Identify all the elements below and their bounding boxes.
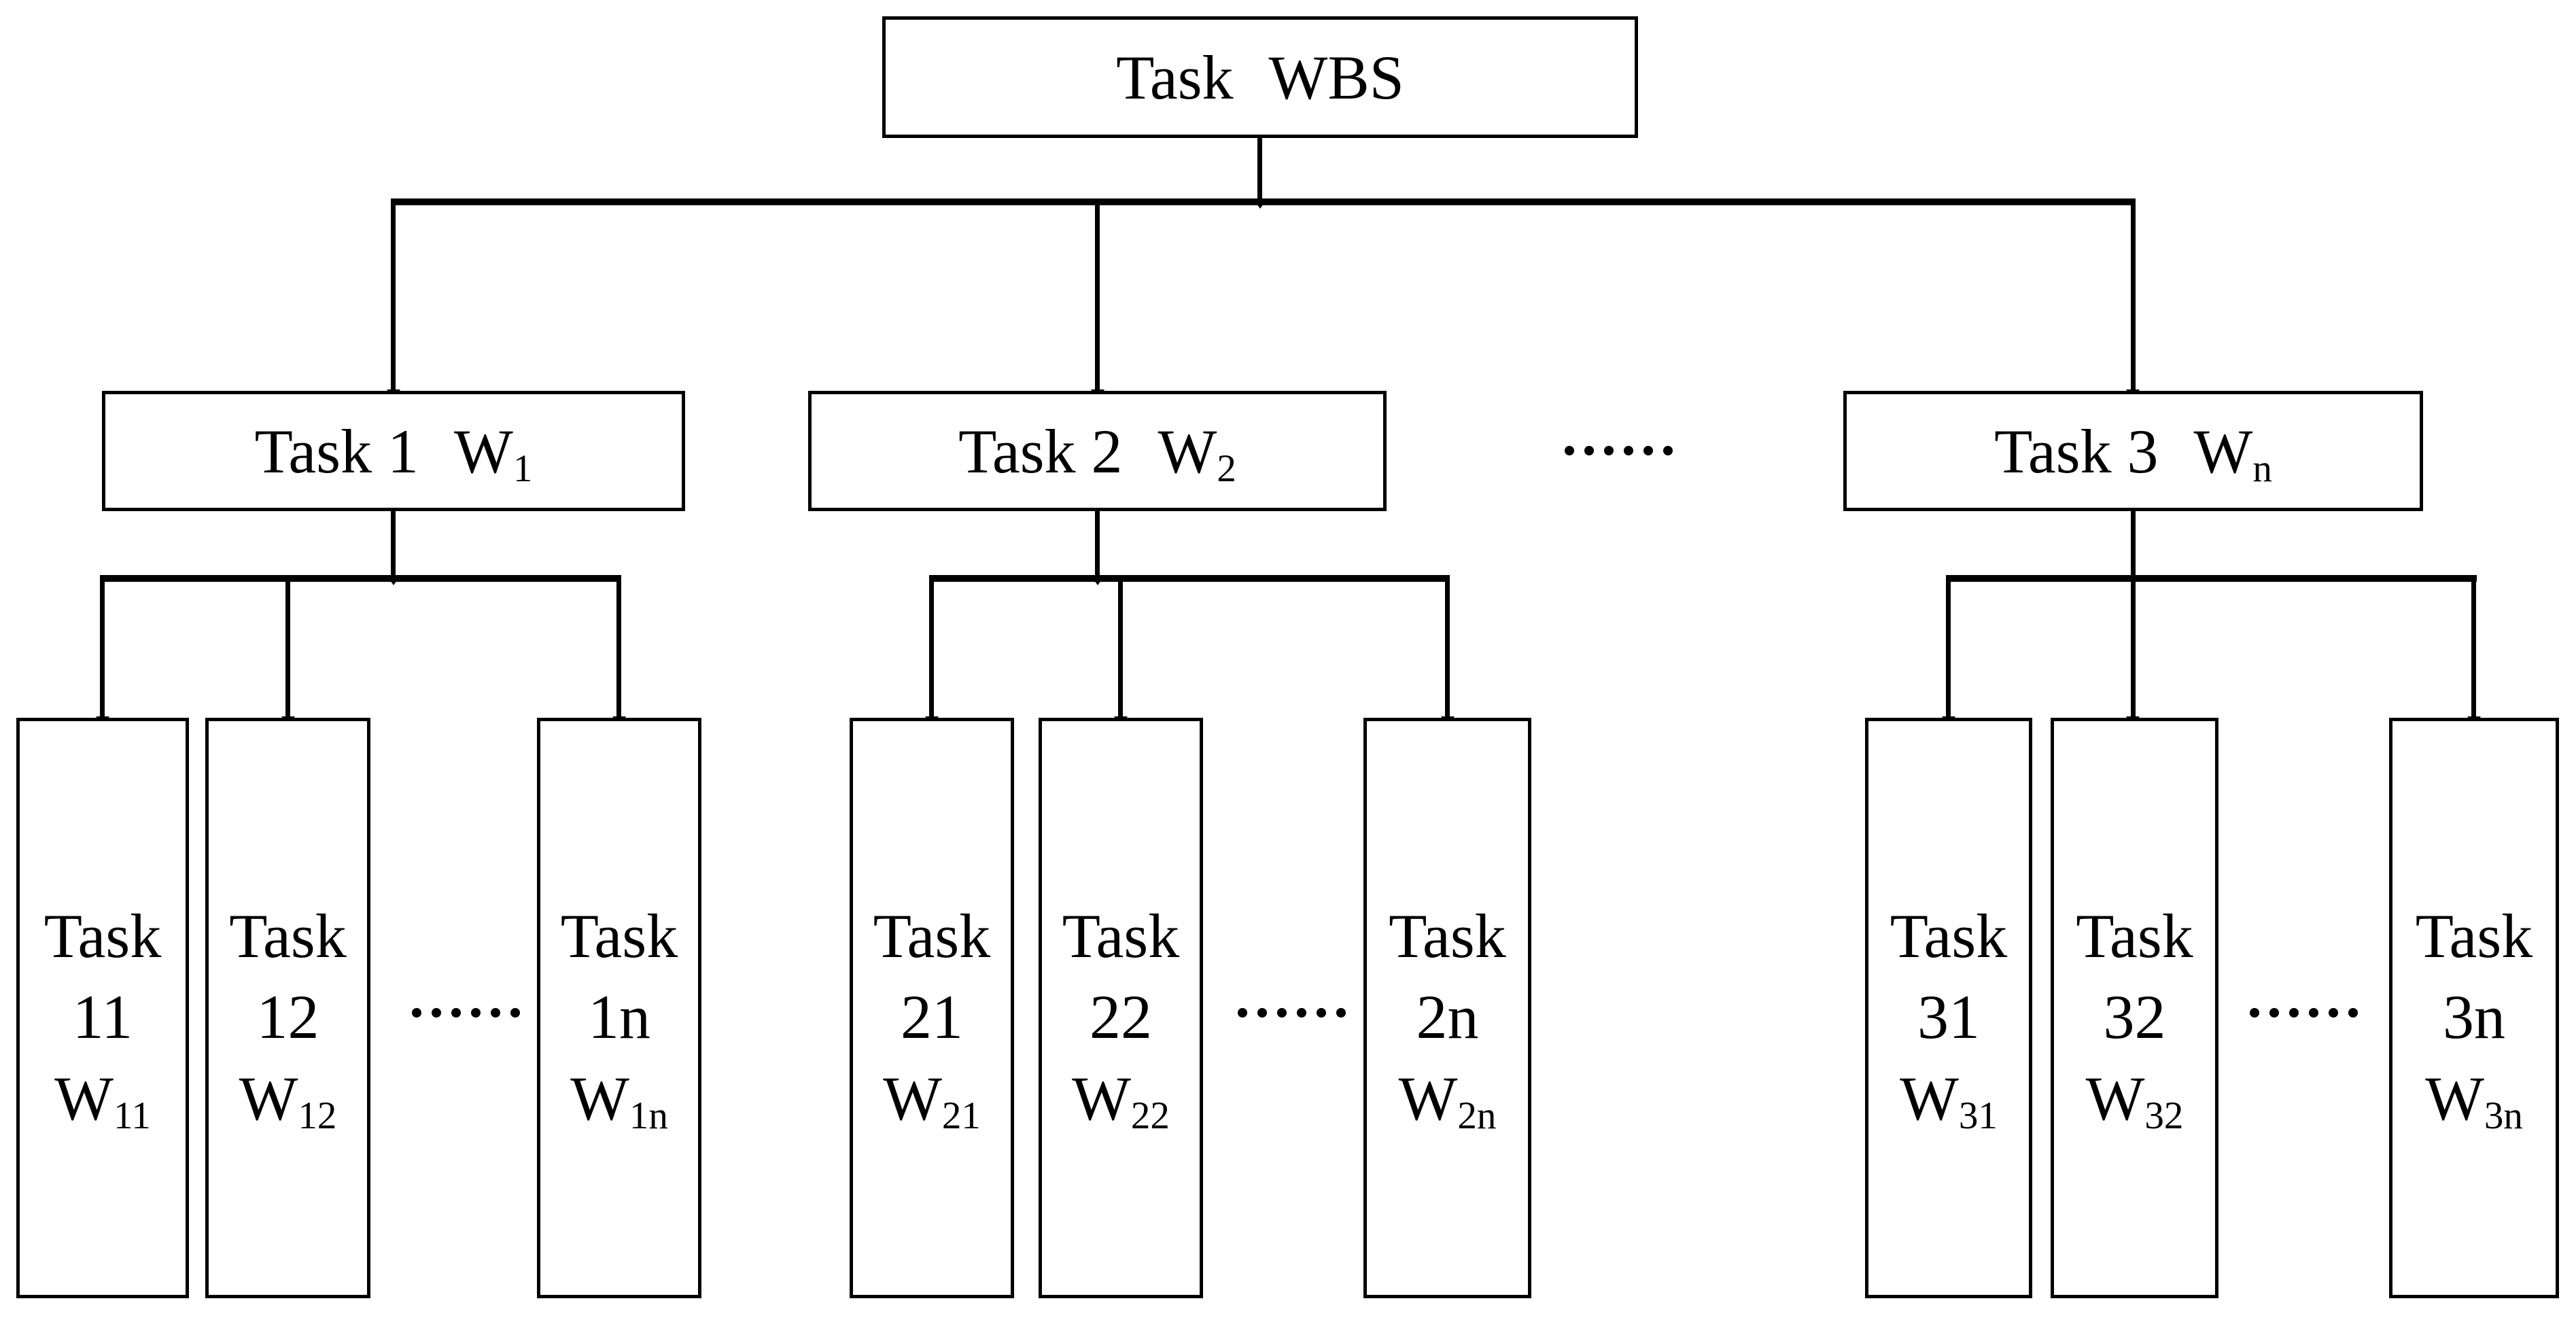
- leaf-node-task-22: Task 22 W22: [1039, 718, 1203, 1298]
- ellipsis-dots-group3: [2250, 1008, 2358, 1018]
- leaf-line2: 3n: [2443, 982, 2505, 1052]
- leaf-line2: 21: [901, 982, 963, 1052]
- leaf-node-task-21: Task 21 W21: [850, 718, 1014, 1298]
- leaf-node-task-32: Task 32 W32: [2051, 718, 2218, 1298]
- leaf-line2: 12: [256, 982, 319, 1052]
- level2-node-task2: Task 2 W2: [808, 391, 1387, 511]
- leaf-line1: Task: [1062, 901, 1180, 971]
- leaf-node-task-11: Task 11 W11: [16, 718, 189, 1298]
- connector-drop-task2n: [1445, 579, 1450, 719]
- leaf-line2: 2n: [1416, 982, 1479, 1052]
- ellipsis-dots-group1: [412, 1008, 520, 1018]
- weight-label: W2: [1158, 416, 1236, 491]
- root-node-task-wbs: Task WBS: [882, 16, 1638, 138]
- leaf-line2: 22: [1090, 982, 1152, 1052]
- leaf-line1: Task: [560, 901, 678, 971]
- connector-drop-task2: [1095, 204, 1100, 392]
- weight-label: W1n: [570, 1063, 668, 1138]
- connector-subbus-group2: [929, 575, 1450, 582]
- connector-drop-task3n: [2471, 579, 2476, 719]
- weight-label: W32: [2085, 1063, 2184, 1138]
- ellipsis-dots-level2: [1565, 446, 1673, 455]
- leaf-line1: Task: [2076, 901, 2193, 971]
- leaf-line2: 32: [2103, 982, 2166, 1052]
- level2-label-prefix: Task 1: [254, 416, 419, 486]
- weight-label: W21: [883, 1063, 981, 1138]
- leaf-line1: Task: [43, 901, 162, 971]
- connector-task3-subdrop: [2131, 510, 2136, 719]
- level2-label-prefix: Task 3: [1994, 416, 2159, 486]
- leaf-node-task-31: Task 31 W31: [1865, 718, 2032, 1298]
- leaf-line1: Task: [1890, 901, 2008, 971]
- connector-drop-task1: [391, 204, 396, 392]
- weight-label: W3n: [2425, 1063, 2523, 1138]
- leaf-line2: 11: [72, 982, 133, 1052]
- connector-task1-subdrop: [391, 510, 396, 578]
- weight-label: W2n: [1398, 1063, 1497, 1138]
- root-label-word2: WBS: [1268, 42, 1404, 112]
- connector-drop-task3: [2131, 204, 2136, 392]
- level2-node-task3: Task 3 Wn: [1843, 391, 2423, 511]
- connector-drop-task21: [929, 579, 934, 719]
- leaf-line2: 31: [1917, 982, 1980, 1052]
- weight-label: W22: [1072, 1063, 1170, 1138]
- weight-label: W1: [454, 416, 533, 491]
- arrowhead-root-at-bus: [1253, 199, 1267, 209]
- leaf-line1: Task: [2415, 901, 2533, 971]
- leaf-line1: Task: [1389, 901, 1506, 971]
- connector-drop-task22: [1118, 579, 1123, 719]
- weight-label: Wn: [2193, 416, 2272, 491]
- leaf-node-task-12: Task 12 W12: [205, 718, 370, 1298]
- leaf-node-task-2n: Task 2n W2n: [1363, 718, 1531, 1298]
- weight-label: W11: [54, 1063, 151, 1138]
- connector-drop-task31: [1946, 579, 1951, 719]
- ellipsis-dots-group2: [1238, 1008, 1346, 1018]
- root-label-word1: Task: [1116, 42, 1234, 112]
- leaf-line2: 1n: [588, 982, 650, 1052]
- connector-drop-task11: [100, 579, 105, 719]
- connector-subbus-group3: [1946, 575, 2477, 582]
- connector-drop-task1n: [616, 579, 621, 719]
- connector-subbus-group1: [100, 575, 621, 582]
- connector-task2-subdrop: [1095, 510, 1100, 578]
- leaf-line1: Task: [873, 901, 991, 971]
- level2-node-task1: Task 1 W1: [102, 391, 685, 511]
- weight-label: W12: [239, 1063, 337, 1138]
- connector-root-drop: [1257, 136, 1262, 205]
- weight-label: W31: [1900, 1063, 1998, 1138]
- leaf-node-task-3n: Task 3n W3n: [2389, 718, 2559, 1298]
- leaf-line1: Task: [229, 901, 347, 971]
- connector-drop-task12: [285, 579, 290, 719]
- level2-label-prefix: Task 2: [958, 416, 1123, 486]
- leaf-node-task-1n: Task 1n W1n: [537, 718, 701, 1298]
